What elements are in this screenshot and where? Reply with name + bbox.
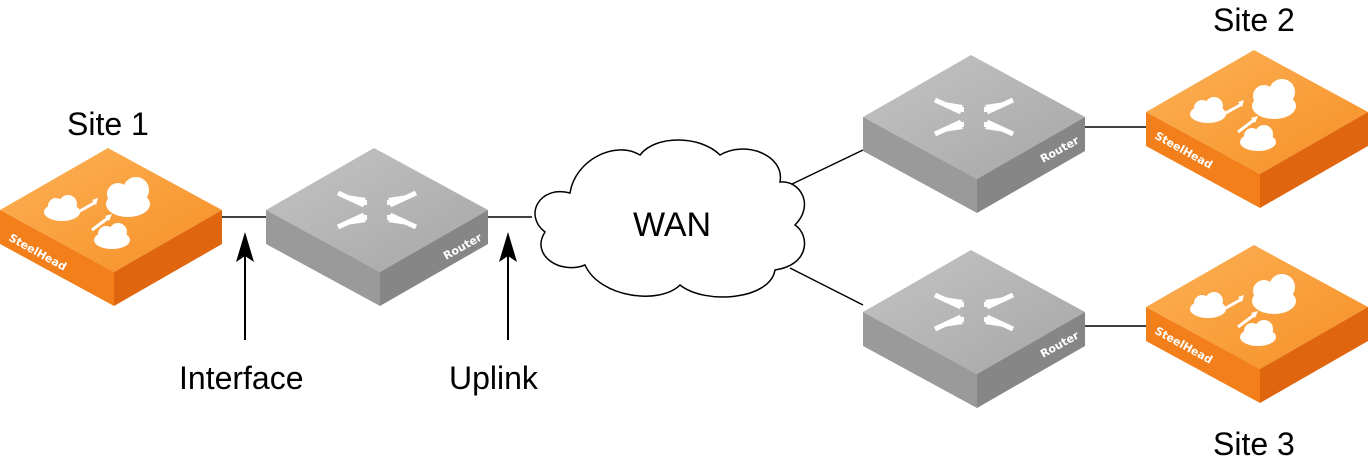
interface-arrow: [236, 232, 254, 340]
router-1: Router: [266, 148, 488, 306]
site1-label: Site 1: [67, 106, 149, 142]
connection-lines: [222, 126, 1146, 327]
link-wan-router3: [789, 267, 864, 306]
wan-cloud: WAN: [534, 139, 806, 298]
uplink-arrow: [499, 232, 517, 340]
steelhead-site1: SteelHead: [0, 146, 224, 308]
router-3: Router: [863, 250, 1085, 408]
interface-label: Interface: [179, 360, 304, 396]
wan-label: WAN: [633, 206, 711, 244]
steelhead-site2: SteelHead: [1144, 48, 1369, 210]
link-wan-router2: [789, 149, 864, 186]
uplink-label: Uplink: [449, 360, 538, 396]
steelhead-site3: SteelHead: [1144, 243, 1369, 405]
site2-label: Site 2: [1213, 2, 1295, 38]
router-2: Router: [863, 55, 1085, 213]
site3-label: Site 3: [1213, 426, 1295, 462]
